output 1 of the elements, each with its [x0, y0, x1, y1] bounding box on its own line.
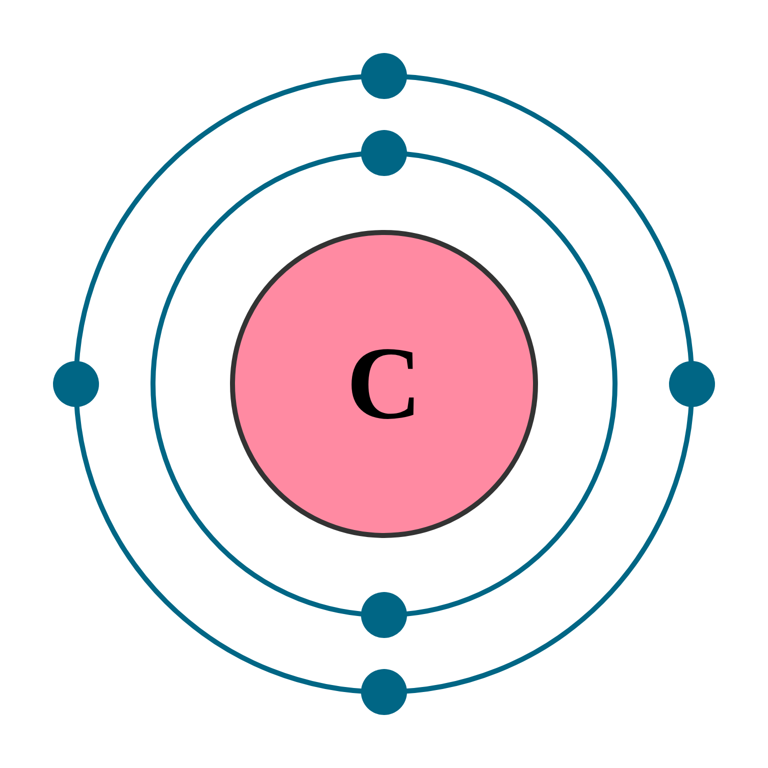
element-symbol: C — [346, 332, 422, 436]
